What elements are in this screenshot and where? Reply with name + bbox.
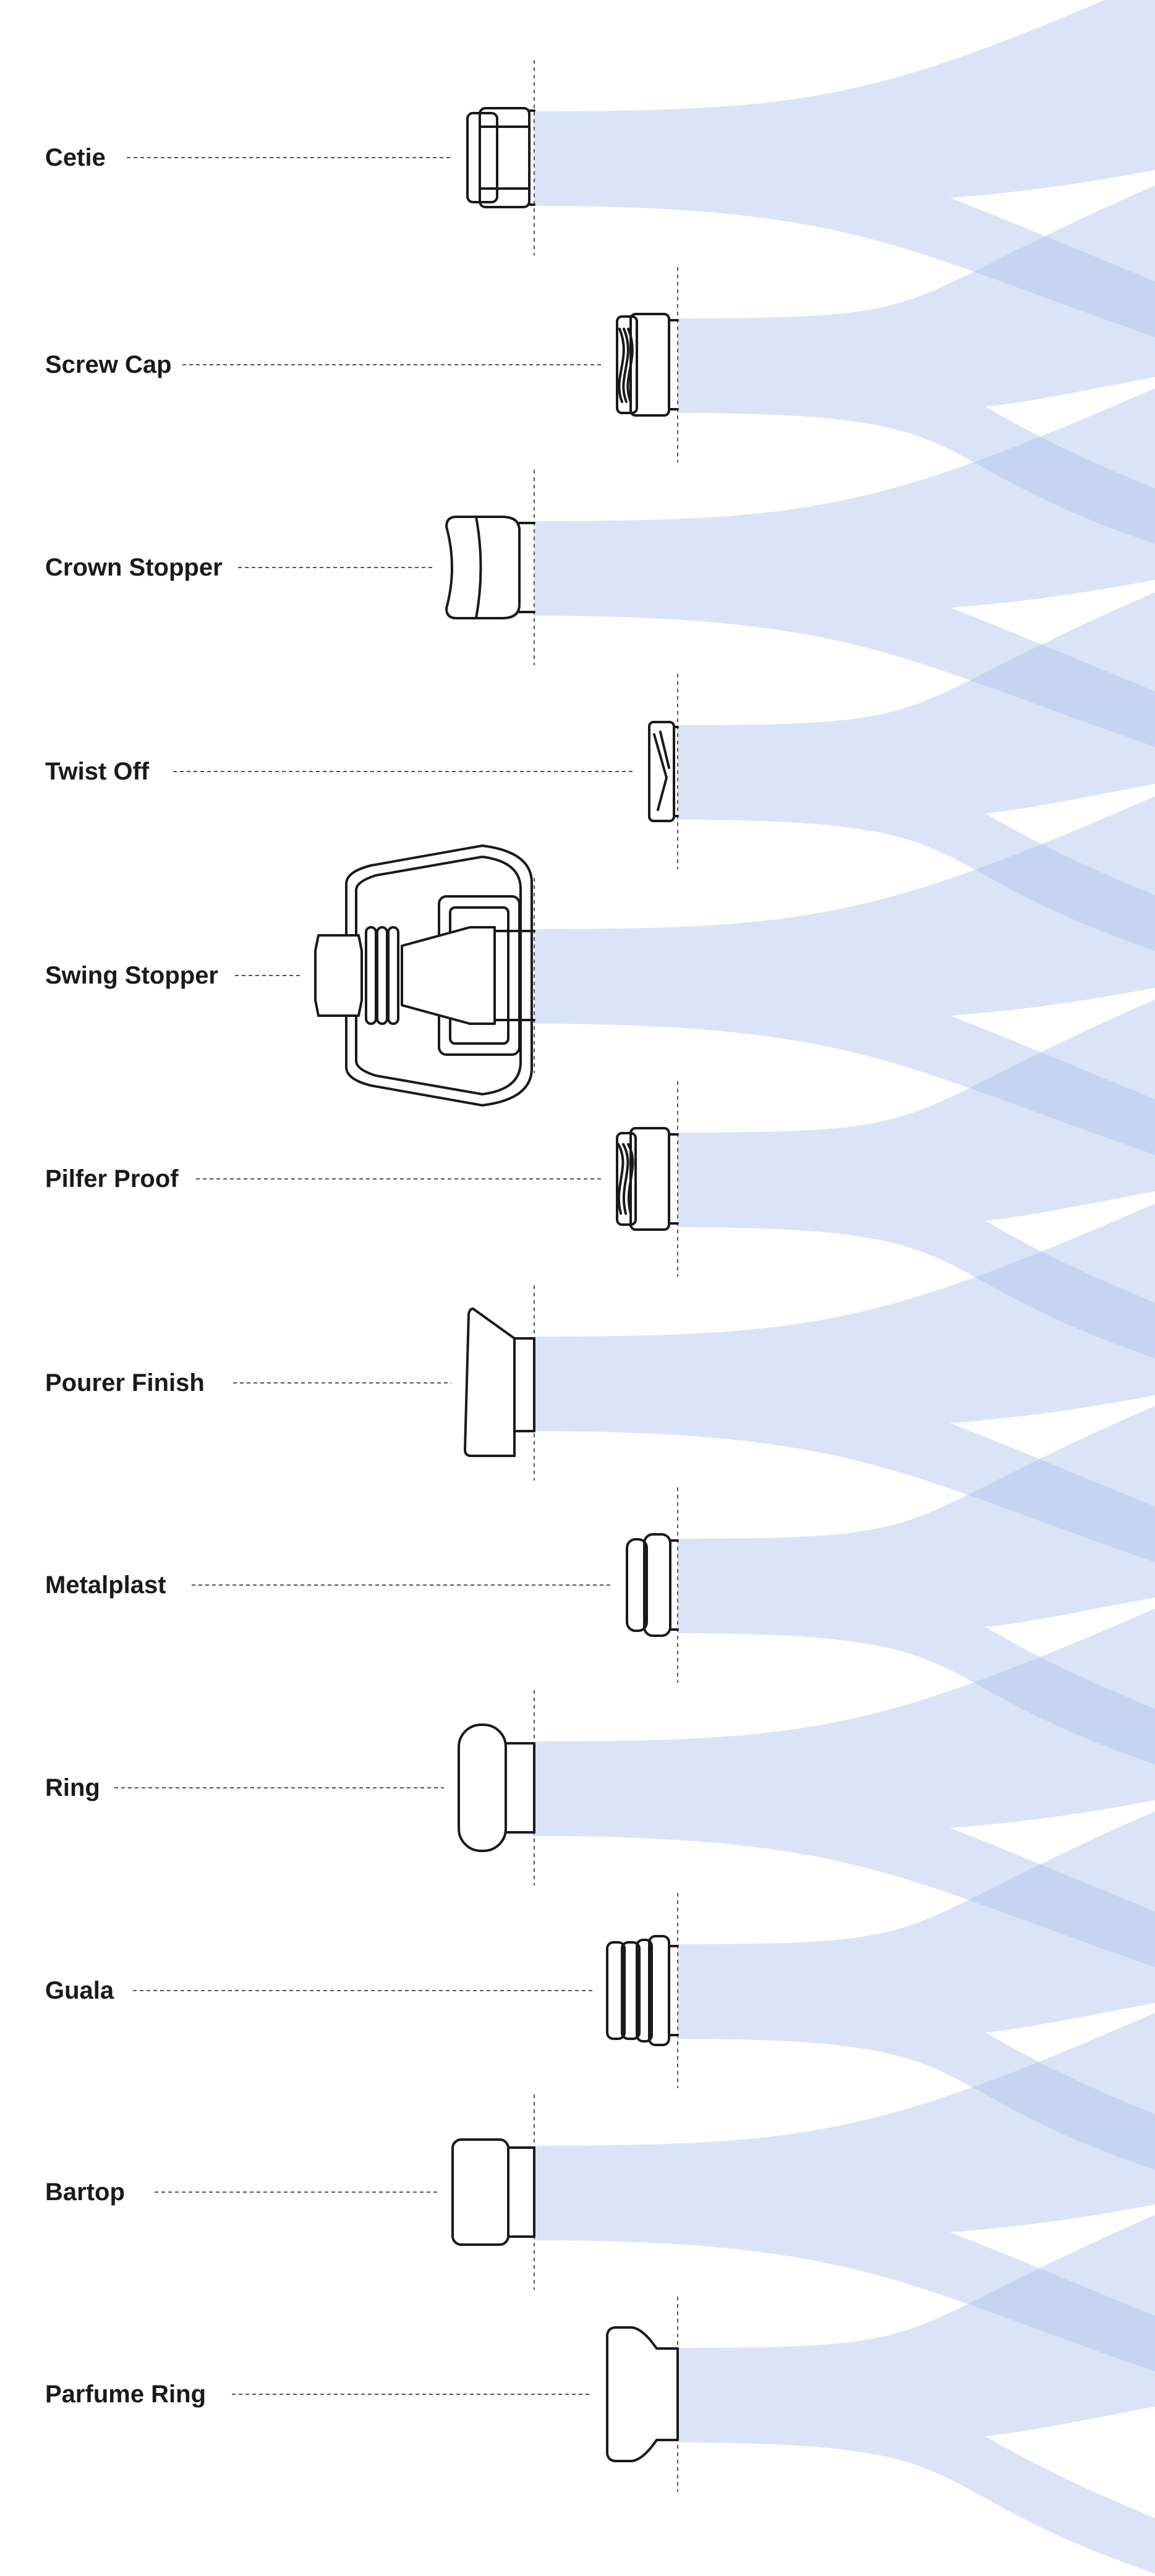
finish-label-ring: Ring <box>45 1774 100 1801</box>
swing-stopper-finish-icon <box>314 844 535 1107</box>
flow-metalplast <box>678 1406 1155 1764</box>
metalplast-finish-icon <box>626 1533 679 1637</box>
pourer-finish-icon <box>464 1307 535 1457</box>
finish-label-twist-off: Twist Off <box>45 758 150 785</box>
flow-ring <box>534 1609 1155 1967</box>
screw-cap-finish-icon <box>616 313 679 417</box>
finish-label-metalplast: Metalplast <box>45 1571 166 1599</box>
finish-label-screw-cap: Screw Cap <box>45 351 172 378</box>
crown-stopper-finish-icon <box>445 516 535 619</box>
finish-label-bartop: Bartop <box>45 2179 125 2206</box>
flow-pilfer-proof <box>678 1000 1155 1358</box>
finish-label-guala: Guala <box>45 1977 114 2004</box>
cetie-finish-icon <box>466 107 535 208</box>
finish-label-swing-stopper: Swing Stopper <box>45 962 218 989</box>
flow-pourer-finish <box>534 1204 1155 1562</box>
flow-cetie <box>534 0 1155 337</box>
flow-twist-off <box>678 592 1155 951</box>
flow-guala <box>678 1811 1155 2170</box>
finish-label-crown-stopper: Crown Stopper <box>45 554 223 581</box>
ring-finish-icon <box>458 1724 535 1852</box>
parfume-ring-finish-icon <box>606 2326 679 2462</box>
pilfer-proof-finish-icon <box>616 1127 679 1231</box>
twist-off-finish-icon <box>648 721 679 822</box>
flow-screw-cap <box>678 185 1155 544</box>
flow-crown-stopper <box>534 388 1155 747</box>
finish-label-cetie: Cetie <box>45 144 106 171</box>
guala-finish-icon <box>606 1935 679 2046</box>
bartop-finish-icon <box>451 2138 535 2246</box>
flow-parfume-ring <box>678 2215 1155 2574</box>
finish-label-parfume-ring: Parfume Ring <box>45 2381 207 2408</box>
finish-label-pilfer-proof: Pilfer Proof <box>45 1165 179 1192</box>
flow-bartop <box>534 2013 1155 2371</box>
finish-label-pourer-finish: Pourer Finish <box>45 1369 205 1396</box>
flow-swing-stopper <box>534 796 1155 1155</box>
